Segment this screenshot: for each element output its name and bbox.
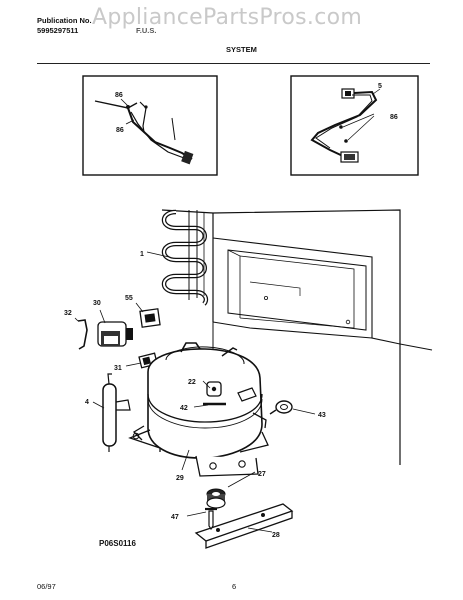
callout-32: 32 bbox=[64, 310, 72, 317]
callout-27: 27 bbox=[258, 471, 266, 478]
compressor: 22 42 29 bbox=[128, 342, 269, 482]
callout-28: 28 bbox=[272, 532, 280, 539]
callout-86-lower-left: 86 bbox=[116, 127, 124, 134]
condenser-coil: 1 bbox=[140, 209, 209, 306]
tube-clamp: 43 bbox=[269, 400, 326, 419]
inset-wiring-harness: 86 86 bbox=[82, 75, 218, 176]
model-fragment: F.U.S. bbox=[136, 26, 157, 35]
mounting-hardware: 27 28 47 bbox=[171, 471, 294, 549]
footer-date: 06/97 bbox=[37, 582, 56, 591]
callout-31: 31 bbox=[114, 365, 122, 372]
callout-42: 42 bbox=[180, 405, 188, 412]
callout-29: 29 bbox=[176, 475, 184, 482]
callout-1: 1 bbox=[140, 251, 144, 258]
callout-30: 30 bbox=[93, 300, 101, 307]
footer-page-number: 6 bbox=[232, 582, 237, 591]
callout-55: 55 bbox=[125, 295, 133, 302]
callout-22: 22 bbox=[188, 379, 196, 386]
callout-4: 4 bbox=[85, 399, 89, 406]
header-rule bbox=[37, 63, 430, 64]
filter-drier: 4 bbox=[85, 373, 131, 452]
section-title: SYSTEM bbox=[226, 45, 257, 54]
callout-43: 43 bbox=[318, 412, 326, 419]
figure-code: P06S0116 bbox=[99, 539, 136, 548]
start-relay-and-overload: 32 30 55 31 bbox=[64, 295, 161, 372]
publication-number: 5995297511 bbox=[37, 26, 79, 35]
publication-label: Publication No. bbox=[37, 16, 92, 25]
watermark: AppliancePartsPros.com bbox=[92, 5, 363, 30]
callout-47: 47 bbox=[171, 514, 179, 521]
callout-5: 5 bbox=[378, 83, 382, 90]
callout-86-upper-left: 86 bbox=[115, 92, 123, 99]
cabinet-and-condenser bbox=[161, 209, 433, 465]
callout-86-right: 86 bbox=[390, 114, 398, 121]
inset-thermostat-wire: 5 86 bbox=[290, 75, 419, 176]
